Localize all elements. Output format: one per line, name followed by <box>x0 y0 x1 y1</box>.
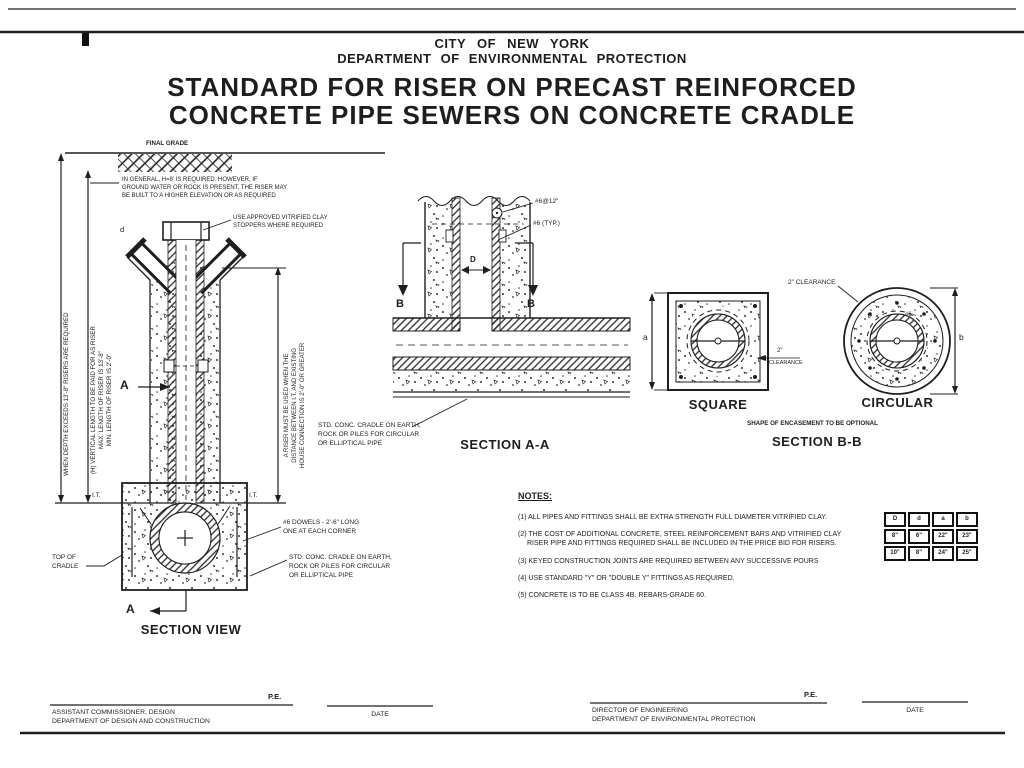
agency-line-2: DEPARTMENT OF ENVIRONMENTAL PROTECTION <box>337 51 687 66</box>
size-table-cell: 8" <box>908 546 930 561</box>
pe-label-right: P.E. <box>804 690 818 699</box>
dim-b-label: b <box>959 332 964 342</box>
h-length-note-line-2: MAX. LENGTH OF RISER IS 13'-8" <box>98 351 105 450</box>
cradle-note-sv-line-1: STD. CONC. CRADLE ON EARTH, <box>289 554 392 561</box>
cut-a-top-label: A <box>120 378 129 392</box>
general-note: IN GENERAL, H=8' IS REQUIRED. HOWEVER, I… <box>122 176 287 200</box>
circular-label: CIRCULAR <box>861 395 934 410</box>
it-label-left: I.T. <box>92 492 101 499</box>
rebar-dots <box>857 301 937 381</box>
top-of-cradle-line-2: CRADLE <box>52 563 79 570</box>
dim-a-label: a <box>643 332 648 342</box>
size-table: D d a b 8" 6" 22" 23" 10" 8" 24" 25" <box>884 512 978 561</box>
general-note-line-2: GROUND WATER OR ROCK IS PRESENT, THE RIS… <box>122 185 288 191</box>
general-note-line-3: BE BUILT TO A HIGHER ELEVATION OR AS REQ… <box>122 193 276 199</box>
sig-left-title-2: DEPARTMENT OF DESIGN AND CONSTRUCTION <box>52 718 210 725</box>
section-aa-figure <box>392 196 631 428</box>
h-length-note-line-3: MIN. LENGTH OF RISER IS 2'-0" <box>106 353 113 447</box>
signature-lines <box>50 701 968 707</box>
riser-required-note-line-2: DISTANCE BETWEEN I.T. AND EXISTING <box>292 348 298 463</box>
depth-note: WHEN DEPTH EXCEEDS 13'-8" RISERS ARE REQ… <box>63 312 70 476</box>
sig-right-title-1: DIRECTOR OF ENGINEERING <box>592 707 689 714</box>
scan-artifact <box>82 33 89 46</box>
top-of-cradle-label: TOP OF CRADLE <box>52 553 78 571</box>
size-table-header: D <box>884 512 906 527</box>
note-3: (3) KEYED CONSTRUCTION JOINTS ARE REQUIR… <box>518 558 819 565</box>
stoppers-note-line-2: STOPPERS WHERE REQUIRED <box>233 223 323 229</box>
stoppers-note-line-1: USE APPROVED VITRIFIED CLAY <box>233 215 328 221</box>
riser-required-note-line-1: A RISER MUST BE USED WHEN THE <box>284 353 290 458</box>
cradle-note-sv-line-3: OR ELLIPTICAL PIPE <box>289 572 354 579</box>
dowels-note: #6 DOWELS - 2'-6" LONG ONE AT EACH CORNE… <box>283 518 359 536</box>
sig-left-title-1: ASSISTANT COMMISSIONER, DESIGN <box>52 709 175 716</box>
sig-right-title-2: DEPARTMENT OF ENVIRONMENTAL PROTECTION <box>592 716 756 723</box>
size-table-header: b <box>956 512 978 527</box>
drawing-title-line-1: STANDARD FOR RISER ON PRECAST REINFORCED <box>167 72 857 102</box>
break-line <box>417 196 531 206</box>
cut-b-right-label: B <box>527 298 535 310</box>
cut-a-bottom-label: A <box>126 602 135 616</box>
cut-b-left-label: B <box>396 298 404 310</box>
sheet-border <box>0 8 1024 735</box>
rebar-size-label: #6 <box>905 312 912 318</box>
size-table-cell: 23" <box>956 529 978 544</box>
top-of-cradle-line-1: TOP OF <box>52 554 76 561</box>
stoppers-note: USE APPROVED VITRIFIED CLAY STOPPERS WHE… <box>233 214 328 230</box>
it-label-right: I.T. <box>249 492 258 499</box>
drawing-title-line-2: CONCRETE PIPE SEWERS ON CONCRETE CRADLE <box>168 100 856 130</box>
riser-collar <box>162 221 210 241</box>
riser-required-note: A RISER MUST BE USED WHEN THE DISTANCE B… <box>283 343 307 468</box>
h-length-note: (H) VERTICAL LENGTH TO BE PAID FOR AS RI… <box>90 326 114 474</box>
rebar-typ-label: #6 (TYP.) <box>533 220 560 227</box>
cradle-note-sv: STD. CONC. CRADLE ON EARTH, ROCK OR PILE… <box>289 553 392 580</box>
note-5: (5) CONCRETE IS TO BE CLASS 4B. REBARS-G… <box>518 592 707 599</box>
date-label-left: DATE <box>371 711 389 718</box>
note-2-line-2: RISER PIPE AND FITTINGS REQUIRED SHALL B… <box>527 540 837 547</box>
rebar-spacing-label: #6@12" <box>535 198 559 205</box>
branch-dim-label: d <box>120 225 125 234</box>
date-label-right: DATE <box>906 707 924 714</box>
note-2-line-1: (2) THE COST OF ADDITIONAL CONCRETE, STE… <box>518 531 842 538</box>
section-aa-title: SECTION A-A <box>460 437 550 452</box>
dowels-note-line-1: #6 DOWELS - 2'-6" LONG <box>283 519 360 526</box>
general-note-line-1: IN GENERAL, H=8' IS REQUIRED. HOWEVER, I… <box>122 177 258 183</box>
shape-note: SHAPE OF ENCASEMENT TO BE OPTIONAL <box>747 420 878 427</box>
clearance-side-value: 2" <box>777 348 783 354</box>
pipe-dim-label: D <box>470 255 476 264</box>
section-view-figure <box>55 152 385 615</box>
size-table-cell: 22" <box>932 529 954 544</box>
pe-label-left: P.E. <box>268 692 282 701</box>
ground-hatch <box>118 154 232 172</box>
clearance-top-label: 2" CLEARANCE <box>788 279 836 286</box>
final-grade-label: FINAL GRADE <box>146 140 189 147</box>
size-table-cell: 24" <box>932 546 954 561</box>
size-table-cell: 6" <box>908 529 930 544</box>
cradle-note-aa: STD. CONC. CRADLE ON EARTH, ROCK OR PILE… <box>318 421 421 448</box>
notes-heading: NOTES: <box>518 491 553 501</box>
cradle-note-aa-line-3: OR ELLIPTICAL PIPE <box>318 440 383 447</box>
square-label: SQUARE <box>688 397 748 412</box>
riser-required-note-line-3: HOUSE CONNECTION IS 2'-0" OR GREATER <box>300 342 306 468</box>
note-4: (4) USE STANDARD "Y" OR "DOUBLE Y" FITTI… <box>518 575 735 582</box>
cradle-note-aa-line-2: ROCK OR PILES FOR CIRCULAR <box>318 431 420 438</box>
h-length-note-line-1: (H) VERTICAL LENGTH TO BE PAID FOR AS RI… <box>90 326 97 474</box>
note-1: (1) ALL PIPES AND FITTINGS SHALL BE EXTR… <box>518 514 827 521</box>
clearance-side-word: CLEARANCE <box>769 360 803 366</box>
cradle-note-sv-line-2: ROCK OR PILES FOR CIRCULAR <box>289 563 391 570</box>
size-table-cell: 25" <box>956 546 978 561</box>
size-table-header: a <box>932 512 954 527</box>
size-table-cell: 10" <box>884 546 906 561</box>
section-bb-figure <box>649 285 958 395</box>
cradle-note-aa-line-1: STD. CONC. CRADLE ON EARTH, <box>318 422 421 429</box>
size-table-header: d <box>908 512 930 527</box>
section-bb-title: SECTION B-B <box>772 434 862 449</box>
dowels-note-line-2: ONE AT EACH CORNER <box>283 528 357 535</box>
section-view-title: SECTION VIEW <box>140 622 242 637</box>
agency-line-1: CITY OF NEW YORK <box>434 36 590 51</box>
size-table-cell: 8" <box>884 529 906 544</box>
